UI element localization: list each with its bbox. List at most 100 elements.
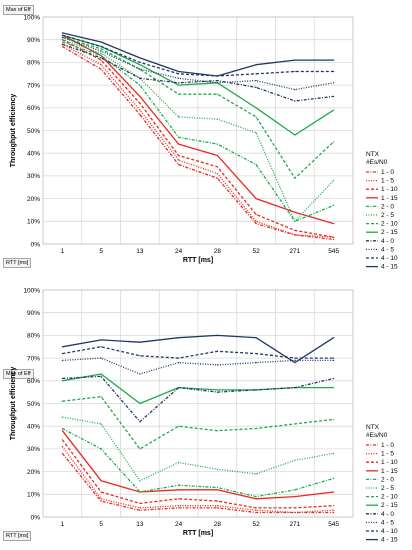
data-point	[139, 421, 141, 423]
data-point	[216, 500, 218, 502]
field-button-value[interactable]: Max of Eff	[3, 369, 34, 379]
data-point	[333, 95, 335, 98]
y-tick-label: 0%	[31, 514, 41, 521]
legend-entry-label: 2 - 5	[381, 212, 394, 219]
data-point	[216, 154, 218, 157]
legend-entry-label: 2 - 10	[381, 221, 398, 228]
legend-entry-label: 4 - 15	[381, 537, 398, 544]
field-button-axis[interactable]: RTT [ms]	[3, 531, 32, 541]
data-point	[100, 375, 102, 377]
legend-entry-label: 4 - 10	[381, 528, 398, 535]
data-point	[139, 102, 141, 104]
series-line-4-15[interactable]	[62, 32, 334, 77]
data-point	[61, 430, 63, 432]
series-line-1-15[interactable]	[61, 430, 334, 500]
data-point	[294, 423, 296, 425]
series-line-2-10[interactable]	[62, 36, 335, 179]
series-line-1-10[interactable]	[61, 439, 334, 509]
data-point	[255, 107, 257, 109]
series-line-4-0[interactable]	[62, 43, 334, 102]
series-line-4-5[interactable]	[62, 36, 334, 91]
data-point	[139, 509, 141, 511]
series-line-4-15[interactable]	[62, 334, 334, 364]
data-point	[139, 341, 141, 343]
data-point	[255, 498, 257, 500]
data-point	[100, 50, 102, 52]
legend-entry-label: 4 - 5	[381, 246, 394, 253]
series-line-1-0[interactable]	[61, 452, 334, 514]
data-point	[255, 352, 257, 355]
data-point	[216, 177, 218, 179]
data-point	[333, 359, 335, 361]
x-tick-label: 24	[175, 248, 183, 255]
data-point	[255, 427, 257, 430]
x-tick-label: 271	[289, 248, 300, 255]
x-tick-label: 545	[328, 521, 339, 528]
legend-entry-label: 2 - 15	[381, 229, 398, 236]
series-line-2-0[interactable]	[62, 41, 334, 222]
data-point	[100, 52, 102, 54]
data-point	[178, 159, 180, 161]
x-tick-label: 5	[99, 248, 103, 255]
x-tick-label: 28	[214, 248, 222, 255]
data-point	[294, 100, 296, 102]
legend-entry-label: 1 - 10	[381, 186, 398, 193]
legend-entry-label: 4 - 15	[381, 264, 398, 271]
series-line-4-10[interactable]	[62, 34, 334, 77]
field-button-axis[interactable]: RTT [ms]	[3, 258, 32, 268]
data-point	[255, 507, 257, 509]
data-point	[216, 364, 218, 366]
data-point	[255, 362, 257, 364]
series-line-2-5[interactable]	[62, 416, 334, 482]
series-line-1-0[interactable]	[62, 45, 334, 241]
data-point	[333, 357, 335, 359]
data-point	[100, 396, 102, 398]
data-point	[178, 73, 180, 75]
data-point	[61, 400, 63, 402]
data-point	[139, 480, 141, 482]
legend-title-esn0: #Es/N0	[366, 432, 388, 439]
data-point	[100, 423, 102, 425]
data-point	[178, 84, 180, 86]
y-tick-label: 70%	[27, 355, 40, 362]
data-point	[294, 211, 296, 213]
series-line-4-5[interactable]	[62, 357, 334, 375]
data-point	[255, 473, 257, 475]
legend-title-ntx: NTX	[366, 151, 380, 158]
series-line-4-10[interactable]	[62, 346, 334, 359]
data-point	[216, 143, 218, 145]
data-point	[294, 177, 296, 179]
series-line-1-5[interactable]	[62, 43, 334, 238]
data-point	[139, 95, 141, 98]
data-point	[294, 89, 296, 91]
y-tick-label: 30%	[27, 446, 40, 453]
series-line-1-10[interactable]	[62, 39, 334, 238]
series-line-1-5[interactable]	[61, 446, 334, 514]
legend-entry-label: 4 - 0	[381, 238, 394, 245]
series-line-2-0[interactable]	[62, 427, 334, 498]
data-point	[216, 334, 218, 336]
data-point	[216, 468, 218, 470]
series-line-4-0[interactable]	[62, 375, 334, 423]
data-point	[294, 229, 296, 231]
data-point	[61, 39, 63, 41]
data-point	[294, 357, 296, 359]
y-tick-label: 50%	[27, 128, 40, 135]
data-point	[61, 34, 63, 36]
data-point	[216, 430, 218, 432]
legend-entry-label: 4 - 10	[381, 255, 398, 262]
data-point	[139, 502, 141, 504]
y-tick-label: 90%	[27, 310, 40, 317]
y-tick-label: 30%	[27, 173, 40, 180]
series-line-1-15[interactable]	[62, 34, 334, 225]
data-point	[178, 93, 180, 95]
data-point	[333, 109, 335, 111]
data-point	[100, 498, 102, 500]
y-tick-label: 20%	[27, 469, 40, 476]
data-point	[139, 114, 141, 116]
field-button-value[interactable]: Max of Eff	[3, 5, 34, 15]
x-tick-label: 28	[214, 521, 222, 528]
data-point	[178, 425, 180, 427]
data-point	[139, 77, 141, 79]
data-point	[139, 57, 141, 59]
